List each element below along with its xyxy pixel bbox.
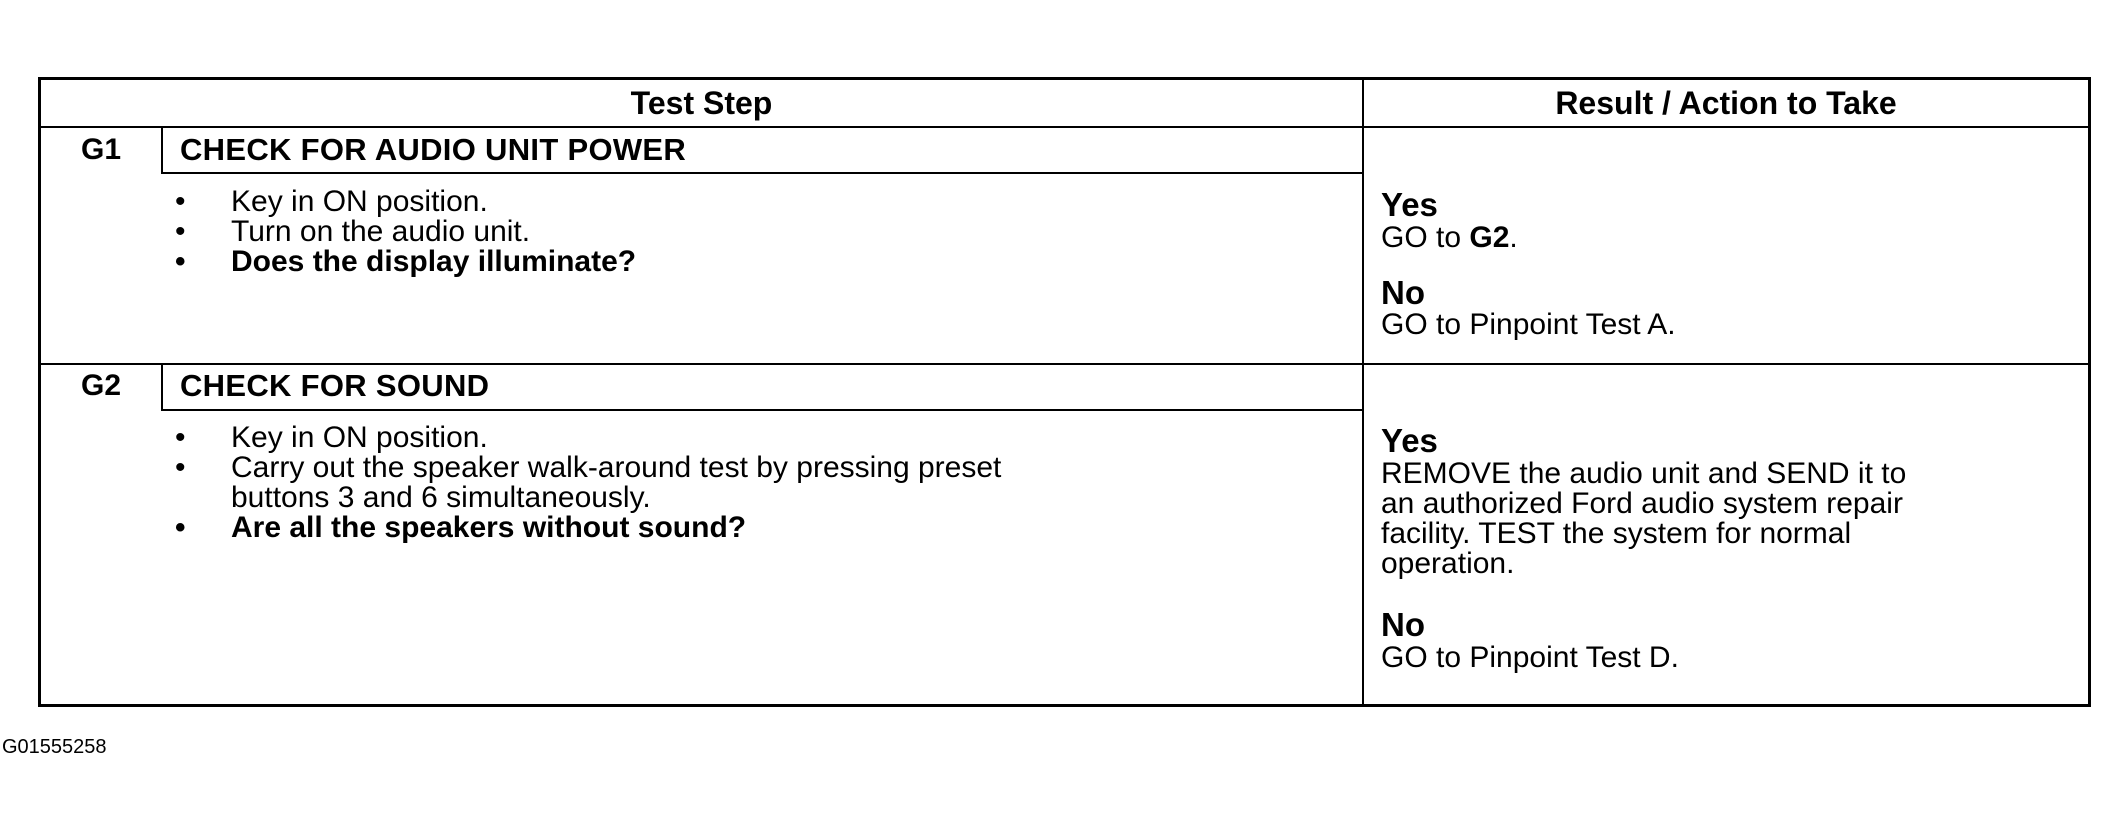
g1-id-divider [161, 128, 163, 172]
list-item: •Carry out the speaker walk-around test … [175, 451, 1002, 484]
g2-yes-label: Yes [1381, 422, 1438, 459]
step-id-g1: G1 [80, 133, 122, 166]
list-item: •Key in ON position. [175, 421, 488, 454]
g2-yes-action-line: REMOVE the audio unit and SEND it to [1381, 457, 1907, 490]
g1-instructions: •Key in ON position. •Turn on the audio … [175, 187, 636, 277]
g2-yes-action-line: an authorized Ford audio system repair [1381, 487, 1903, 520]
g1-no-label: No [1381, 274, 1425, 311]
header-test-step: Test Step [630, 85, 773, 121]
diagnostic-table: Test Step Result / Action to Take G1 CHE… [38, 77, 2091, 707]
step-title-g1: CHECK FOR AUDIO UNIT POWER [180, 132, 687, 167]
list-item: buttons 3 and 6 simultaneously. [231, 481, 651, 514]
g2-instructions: •Key in ON position. •Carry out the spea… [175, 423, 1001, 543]
g2-no-label: No [1381, 606, 1425, 643]
g1-title-underline [161, 172, 1362, 174]
column-divider [1362, 80, 1364, 704]
g1-yes-label: Yes [1381, 186, 1438, 223]
step-id-g2: G2 [80, 369, 122, 402]
figure-id: G01555258 [2, 736, 107, 758]
g2-yes-action-line: operation. [1381, 547, 1515, 580]
list-item: •Key in ON position. [175, 185, 488, 218]
g1-yes-action: GO to G2. [1381, 221, 1518, 254]
list-item: •Does the display illuminate? [175, 245, 637, 278]
g2-no-action: GO to Pinpoint Test D. [1381, 641, 1679, 674]
g1-no-action: GO to Pinpoint Test A. [1381, 308, 1676, 341]
step-title-g2: CHECK FOR SOUND [180, 368, 490, 403]
header-result: Result / Action to Take [1555, 85, 1897, 121]
list-item: •Are all the speakers without sound? [175, 511, 747, 544]
g2-yes-action: REMOVE the audio unit and SEND it to an … [1381, 459, 1906, 579]
list-item: •Turn on the audio unit. [175, 215, 531, 248]
g2-id-divider [161, 365, 163, 409]
g2-title-underline [161, 409, 1362, 411]
header-divider [41, 126, 2088, 128]
row-divider [41, 363, 2088, 365]
g2-yes-action-line: facility. TEST the system for normal [1381, 517, 1852, 550]
